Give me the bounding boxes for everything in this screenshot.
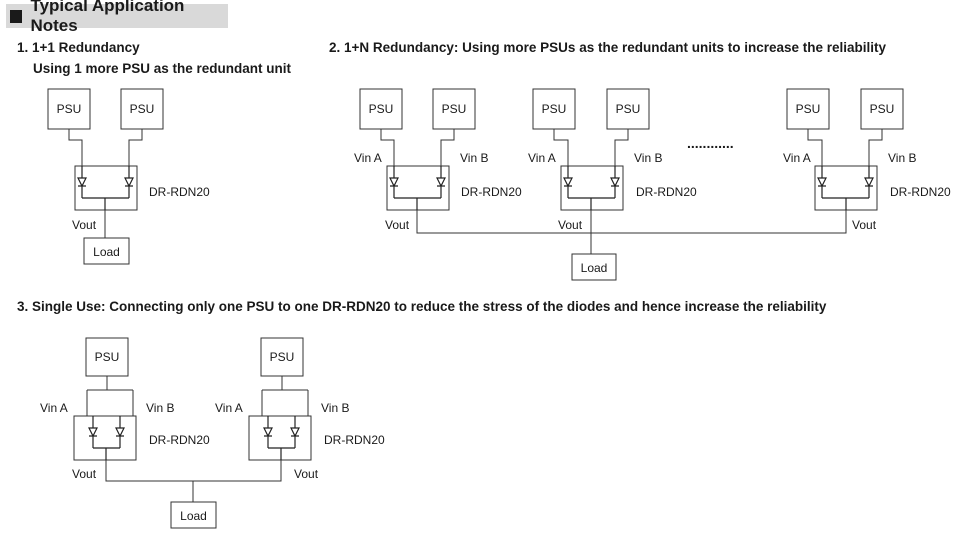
vin-b-label: Vin B: [146, 401, 174, 415]
diode-pair-icon: [77, 166, 134, 210]
module-label: DR-RDN20: [149, 185, 210, 199]
module-label: DR-RDN20: [324, 433, 385, 447]
psu-label: PSU: [270, 350, 295, 364]
section2-title: 2. 1+N Redundancy: Using more PSUs as th…: [329, 40, 887, 55]
vout-label: Vout: [294, 467, 319, 481]
diagram-1plusN: PSU PSU Vin A Vin B DR-RDN20 Vout PSU PS…: [354, 88, 951, 281]
diode-pair-icon: [263, 416, 300, 460]
psu-label: PSU: [57, 102, 82, 116]
section1-subtitle: Using 1 more PSU as the redundant unit: [33, 61, 292, 76]
vout-label: Vout: [852, 218, 877, 232]
vin-b-label: Vin B: [634, 151, 662, 165]
vin-a-label: Vin A: [528, 151, 556, 165]
dr-rdn20-module: [73, 415, 137, 461]
psu-box: [260, 337, 304, 377]
load-label: Load: [581, 261, 608, 275]
psu-label: PSU: [442, 102, 467, 116]
output-bus: [416, 210, 847, 254]
psu-label: PSU: [369, 102, 394, 116]
module-label: DR-RDN20: [890, 185, 951, 199]
dr-rdn20-module: [386, 165, 450, 211]
square-bullet-icon: [10, 9, 23, 23]
output-bus: [105, 460, 282, 502]
psu-box: [47, 88, 91, 130]
psu-box: [432, 88, 476, 130]
psu-box: [359, 88, 403, 130]
vin-b-label: Vin B: [321, 401, 349, 415]
section1-title: 1. 1+1 Redundancy: [17, 40, 140, 55]
section-header: Typical Application Notes: [6, 0, 228, 35]
vin-a-label: Vin A: [40, 401, 68, 415]
psu-box: [786, 88, 830, 130]
vin-a-label: Vin A: [354, 151, 382, 165]
psu-label: PSU: [616, 102, 641, 116]
psu-label: PSU: [796, 102, 821, 116]
psu-label: PSU: [130, 102, 155, 116]
module-label: DR-RDN20: [461, 185, 522, 199]
dr-rdn20-module: [560, 165, 624, 211]
psu-label: PSU: [870, 102, 895, 116]
psu-box: [860, 88, 904, 130]
vin-b-label: Vin B: [888, 151, 916, 165]
vin-a-label: Vin A: [215, 401, 243, 415]
header-title: Typical Application Notes: [30, 0, 185, 35]
psu-wires: [380, 129, 455, 166]
vin-b-label: Vin B: [460, 151, 488, 165]
psu-wires: [553, 129, 629, 166]
diagram-single-use: PSU Vin A Vin B DR-RDN20 Vout PSU Vin A …: [40, 337, 385, 529]
vin-a-label: Vin A: [783, 151, 811, 165]
dr-rdn20-module: [74, 165, 138, 211]
section3-title: 3. Single Use: Connecting only one PSU t…: [17, 299, 827, 314]
vout-label: Vout: [385, 218, 410, 232]
psu-label: PSU: [95, 350, 120, 364]
ellipsis: ............: [687, 135, 734, 151]
psu-wires: [68, 129, 143, 166]
vout-label: Vout: [72, 467, 97, 481]
psu-split-wire: [261, 376, 309, 416]
diode-pair-icon: [88, 416, 125, 460]
load-box: [170, 501, 217, 529]
vout-label: Vout: [72, 218, 97, 232]
psu-wires: [807, 129, 883, 166]
diode-pair-icon: [563, 166, 620, 210]
psu-label: PSU: [542, 102, 567, 116]
diagram-1plus1: PSU PSU DR-RDN20 Vout Load: [47, 88, 210, 265]
psu-box: [606, 88, 650, 130]
load-label: Load: [180, 509, 207, 523]
module-label: DR-RDN20: [636, 185, 697, 199]
load-box: [83, 237, 130, 265]
psu-split-wire: [86, 376, 134, 416]
load-box: [571, 253, 617, 281]
diode-pair-icon: [389, 166, 446, 210]
diode-pair-icon: [817, 166, 874, 210]
load-label: Load: [93, 245, 120, 259]
module-label: DR-RDN20: [149, 433, 210, 447]
vout-label: Vout: [558, 218, 583, 232]
dr-rdn20-module: [248, 415, 312, 461]
